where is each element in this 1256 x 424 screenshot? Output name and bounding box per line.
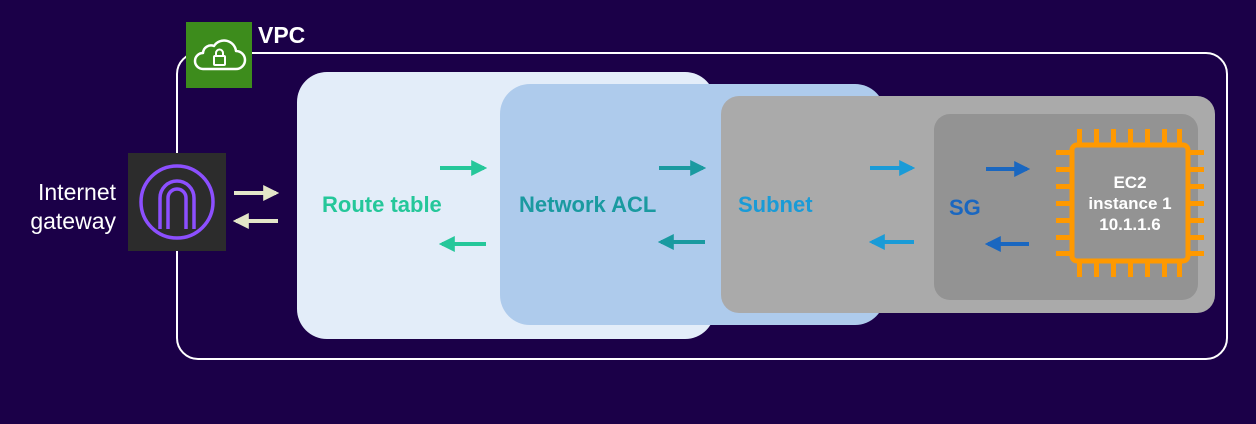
subnet-label: Subnet: [738, 192, 813, 217]
ec2-label-line2: instance 1: [1088, 194, 1172, 213]
ec2-label-line1: EC2: [1113, 173, 1147, 192]
internet-gateway-box: [128, 153, 226, 251]
sg-label: SG: [949, 195, 981, 220]
internet-gateway-label-line1: Internet: [38, 179, 116, 205]
internet-gateway-label-line2: gateway: [30, 208, 116, 234]
route-table-label: Route table: [322, 192, 442, 217]
ec2-label-ip: 10.1.1.6: [1099, 215, 1161, 234]
network-acl-label: Network ACL: [519, 192, 657, 217]
ec2-instance-label: EC2 instance 1 10.1.1.6: [1074, 172, 1186, 235]
vpc-badge: [186, 22, 252, 88]
internet-gateway-icon: [139, 164, 215, 240]
cloud-lock-icon: [193, 39, 247, 71]
internet-gateway-label: Internet gateway: [10, 178, 116, 236]
chip-icon: [1056, 129, 1204, 277]
vpc-label: VPC: [258, 22, 306, 48]
